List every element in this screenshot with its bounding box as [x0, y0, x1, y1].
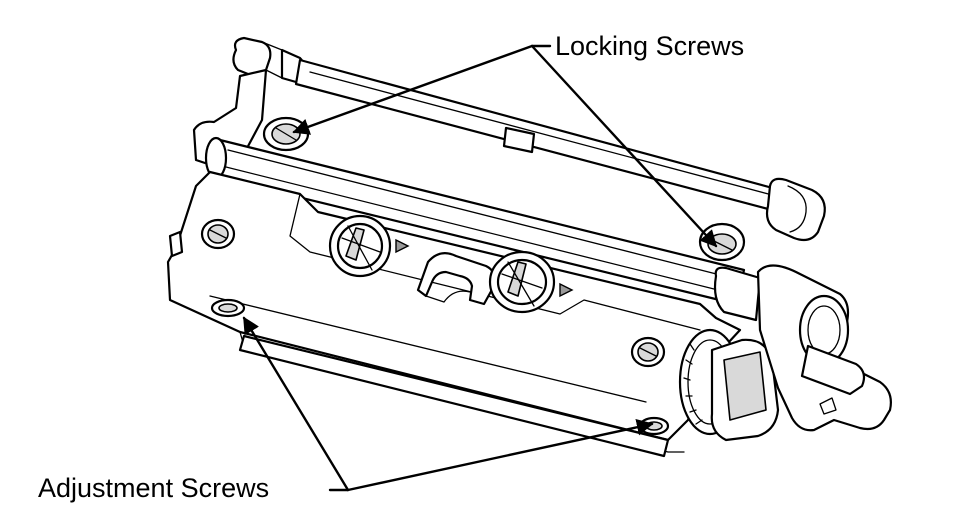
housing-screw-left [200, 218, 236, 250]
locking-screw-right [698, 222, 746, 262]
pressure-knob-right [488, 250, 574, 314]
adjustment-screw-left [210, 298, 246, 318]
adjustment-screws-label: Adjustment Screws [38, 473, 270, 503]
gear-hub [678, 328, 780, 442]
locking-screws-leaders [292, 44, 718, 248]
pressure-knob-left [328, 214, 410, 278]
locking-screw-left [262, 116, 310, 152]
locking-screws-label: Locking Screws [555, 31, 745, 61]
housing-screw-right [630, 336, 666, 368]
housing-plate [166, 170, 742, 458]
back-roller [232, 36, 826, 242]
right-end-plate [713, 264, 892, 432]
center-slot [416, 251, 497, 306]
adjustment-screws-leaders [242, 316, 654, 492]
